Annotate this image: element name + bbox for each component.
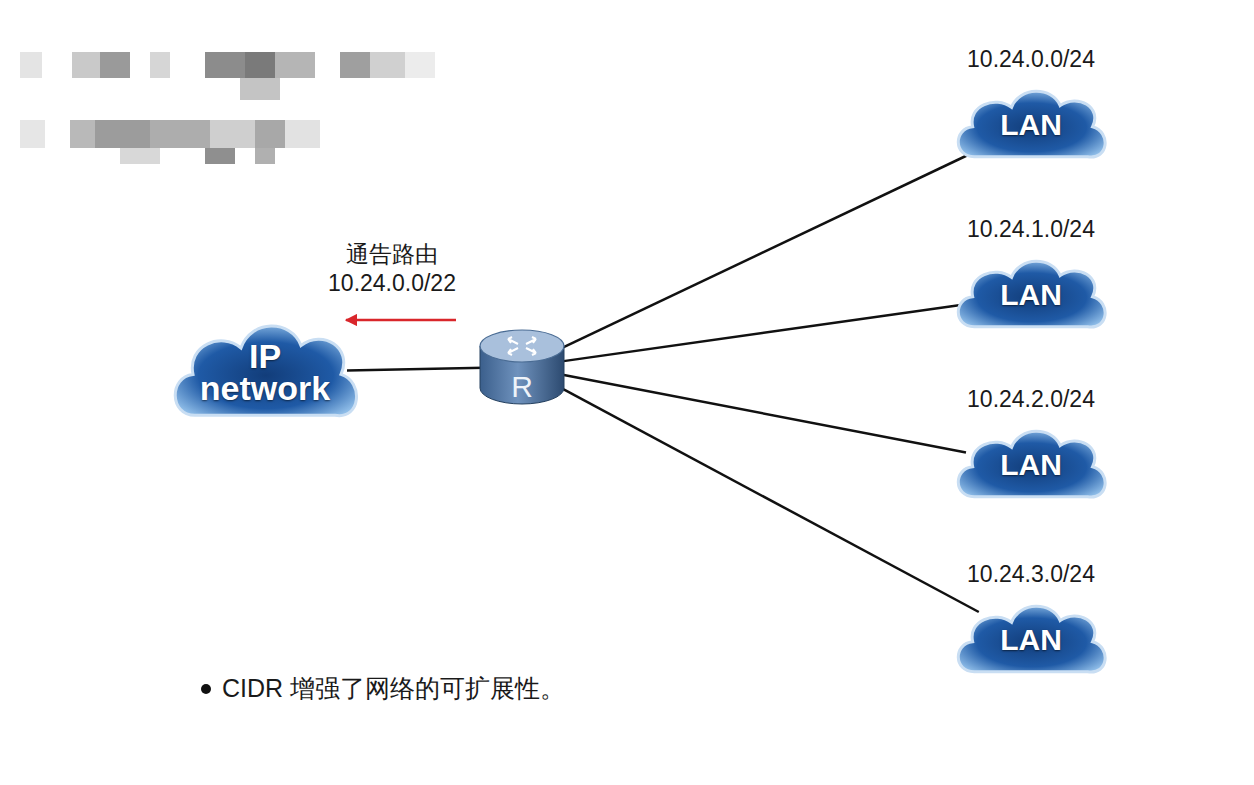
cloud-label: LAN (1000, 451, 1062, 480)
cloud-outline (958, 91, 1105, 157)
router-icon: R (478, 326, 566, 408)
cloud-label: LAN (1000, 626, 1062, 655)
cloud-outline (958, 261, 1105, 327)
cloud-outline (175, 326, 356, 416)
blurred-mosaic (20, 52, 435, 164)
lan-cloud: 10.24.3.0/24LAN (950, 596, 1112, 684)
router-symbol (508, 337, 536, 355)
subnet-label: 10.24.1.0/24 (967, 216, 1095, 243)
router-top (480, 330, 564, 362)
bullet (201, 684, 211, 694)
cloud-outline (958, 606, 1105, 672)
link-line (560, 374, 966, 452)
link-line (560, 387, 979, 612)
link-line (560, 153, 972, 349)
network-cloud: IP network (165, 312, 365, 432)
subnet-label: 10.24.2.0/24 (967, 386, 1095, 413)
lan-cloud: 10.24.0.0/24LAN (950, 81, 1112, 169)
bullet-note: CIDR 增强了网络的可扩展性。 (222, 673, 565, 704)
lan-cloud: 10.24.1.0/24LAN (950, 251, 1112, 339)
advertise-arrow (346, 319, 456, 322)
link-line (560, 304, 966, 361)
route-annotation: 通告路由 10.24.0.0/22 (317, 240, 467, 298)
lan-cloud: 10.24.2.0/24LAN (950, 421, 1112, 509)
cloud-label: IP network (200, 340, 330, 405)
subnet-label: 10.24.3.0/24 (967, 561, 1095, 588)
cloud-outline (958, 431, 1105, 497)
cloud-label: LAN (1000, 111, 1062, 140)
router-letter: R (511, 372, 533, 402)
link-line (347, 368, 484, 371)
subnet-label: 10.24.0.0/24 (967, 46, 1095, 73)
cloud-label: LAN (1000, 281, 1062, 310)
